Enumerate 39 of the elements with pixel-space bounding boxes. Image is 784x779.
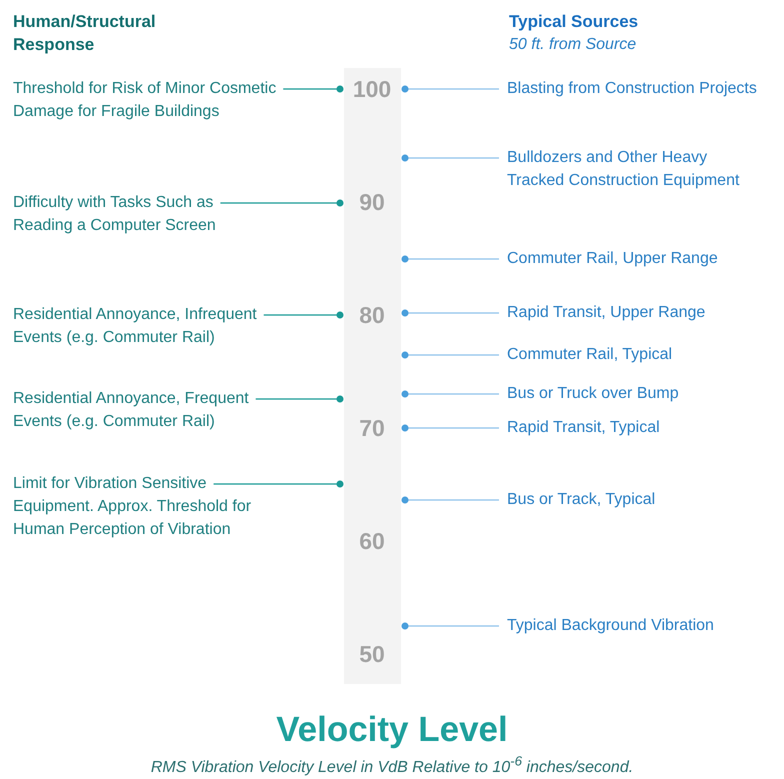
source-label: Bulldozers and Other Heavy Tracked Construction Equipment (507, 146, 767, 192)
source-label: Commuter Rail, Typical (507, 343, 777, 366)
scale-value: 70 (358, 414, 386, 442)
source-label: Typical Background Vibration (507, 614, 777, 637)
scale-value: 90 (358, 188, 386, 216)
leader-line (264, 312, 344, 318)
source-label: Bus or Truck over Bump (507, 382, 777, 405)
scale-value: 50 (358, 640, 386, 668)
chart-title: Velocity Level (276, 710, 508, 749)
scale-value: 80 (358, 301, 386, 329)
leader-line (220, 200, 344, 206)
column-heading: Human/Structural Response (13, 11, 157, 56)
leader-line (402, 256, 499, 262)
leader-line (402, 622, 499, 630)
scale-value: 60 (358, 527, 386, 555)
leader-line (402, 424, 499, 432)
leader-line (256, 396, 344, 402)
response-label: Threshold for Risk of Minor Cosmetic Damage for Fragile Buildings (13, 77, 323, 123)
column-heading: Typical Sources (509, 11, 638, 33)
source-label: Commuter Rail, Upper Range (507, 247, 777, 270)
source-label: Rapid Transit, Typical (507, 416, 777, 439)
response-label: Residential Annoyance, Infrequent Events (e.g. Commuter Rail) (13, 303, 293, 349)
leader-line (283, 86, 344, 92)
leader-line (402, 390, 499, 398)
column-subheading: 50 ft. from Source (509, 35, 636, 55)
response-label: Difficulty with Tasks Such as Reading a Computer Screen (13, 191, 238, 237)
leader-line (402, 86, 499, 92)
scale-value: 100 (352, 75, 392, 103)
source-label: Rapid Transit, Upper Range (507, 301, 777, 324)
leader-line (402, 154, 499, 162)
response-label: Limit for Vibration Sensitive Equipment. Approx. Threshold for Human Perception of Vibration (13, 472, 283, 541)
leader-line (402, 310, 499, 316)
source-label: Blasting from Construction Projects (507, 77, 784, 100)
scale-bar (344, 68, 401, 684)
source-label: Bus or Track, Typical (507, 488, 777, 511)
leader-line (214, 480, 344, 488)
response-label: Residential Annoyance, Frequent Events (e.g. Commuter Rail) (13, 387, 278, 433)
leader-line (402, 496, 499, 504)
leader-line (402, 352, 499, 358)
